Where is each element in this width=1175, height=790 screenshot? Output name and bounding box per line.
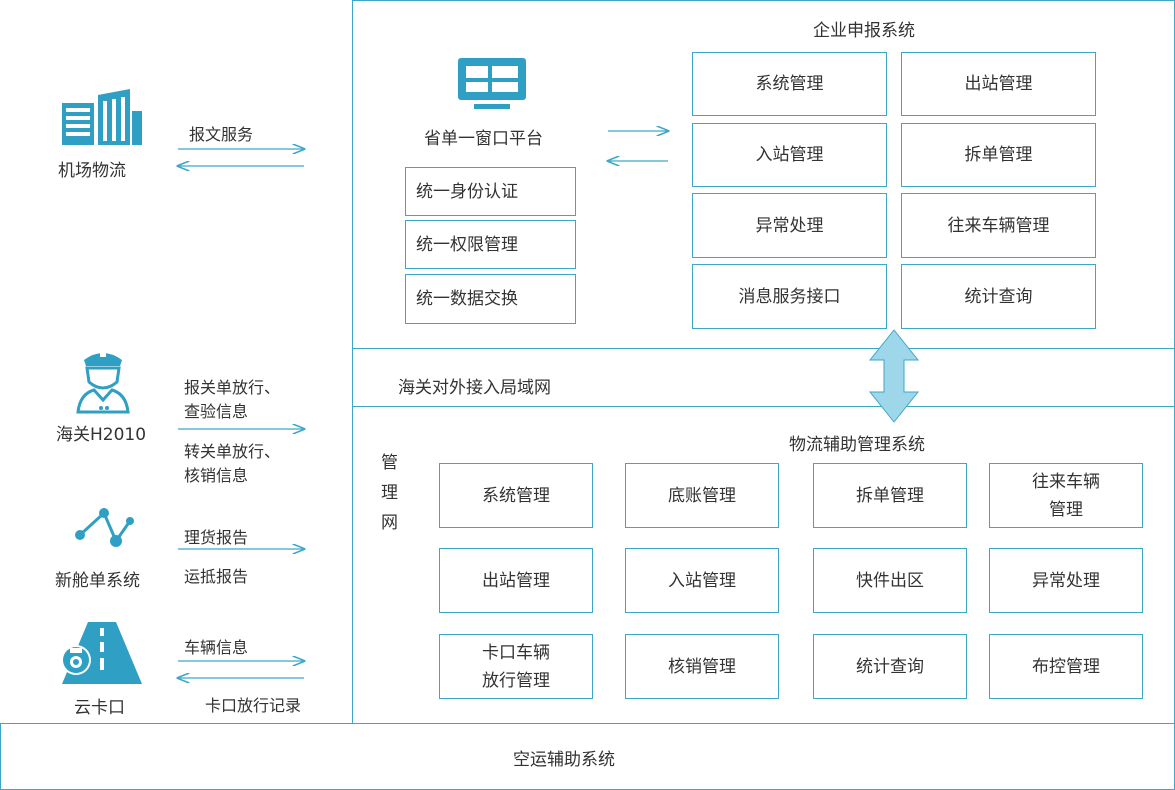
management-network-label: 管 理 网 <box>381 453 398 533</box>
flow-label-vehicle-info: 车辆信息 <box>184 638 249 657</box>
logistics-module: 核销管理 <box>625 634 779 699</box>
enterprise-module: 统计查询 <box>901 264 1096 329</box>
road-camera-icon <box>58 622 146 686</box>
logistics-module: 卡口车辆 放行管理 <box>439 634 593 699</box>
enterprise-module: 拆单管理 <box>901 123 1096 187</box>
platform-item-data-exchange: 统一数据交换 <box>405 274 576 324</box>
platform-item-identity: 统一身份认证 <box>405 167 576 216</box>
enterprise-module: 往来车辆管理 <box>901 193 1096 258</box>
flow-label-gate-release-record: 卡口放行记录 <box>205 696 302 715</box>
source-airport-logistics: 机场物流 <box>58 161 126 181</box>
network-label: 海关对外接入局域网 <box>398 378 551 398</box>
enterprise-module: 异常处理 <box>692 193 887 258</box>
platform-item-permission: 统一权限管理 <box>405 220 576 269</box>
enterprise-module: 系统管理 <box>692 52 887 116</box>
enterprise-module: 入站管理 <box>692 123 887 187</box>
logistics-module: 系统管理 <box>439 463 593 528</box>
enterprise-title: 企业申报系统 <box>813 21 915 41</box>
logistics-module: 入站管理 <box>625 548 779 613</box>
double-arrow-vertical <box>868 329 920 423</box>
logistics-module: 快件出区 <box>813 548 967 613</box>
network-nodes-icon <box>74 507 134 549</box>
source-cloud-checkpoint: 云卡口 <box>74 698 125 718</box>
flow-label-tally-report: 理货报告 <box>184 528 249 547</box>
monitor-icon <box>456 56 528 112</box>
flow-label-transfer-release: 转关单放行、 核销信息 <box>184 442 281 485</box>
flow-label-declaration-release: 报关单放行、 查验信息 <box>184 378 281 421</box>
logistics-module: 异常处理 <box>989 548 1143 613</box>
customs-officer-icon <box>74 342 132 414</box>
flow-label-arrival-report: 运抵报告 <box>184 567 249 586</box>
logistics-module: 布控管理 <box>989 634 1143 699</box>
source-new-manifest: 新舱单系统 <box>55 571 140 591</box>
logistics-module: 拆单管理 <box>813 463 967 528</box>
bottom-label: 空运辅助系统 <box>513 750 615 770</box>
enterprise-module: 出站管理 <box>901 52 1096 116</box>
flow-label-message-service: 报文服务 <box>189 125 254 144</box>
source-customs-h2010: 海关H2010 <box>56 425 147 445</box>
logistics-module: 统计查询 <box>813 634 967 699</box>
logistics-title: 物流辅助管理系统 <box>789 435 925 455</box>
enterprise-module: 消息服务接口 <box>692 264 887 329</box>
logistics-module: 往来车辆 管理 <box>989 463 1143 528</box>
logistics-module: 出站管理 <box>439 548 593 613</box>
logistics-module: 底账管理 <box>625 463 779 528</box>
platform-name: 省单一窗口平台 <box>424 129 543 149</box>
building-icon <box>60 87 144 147</box>
